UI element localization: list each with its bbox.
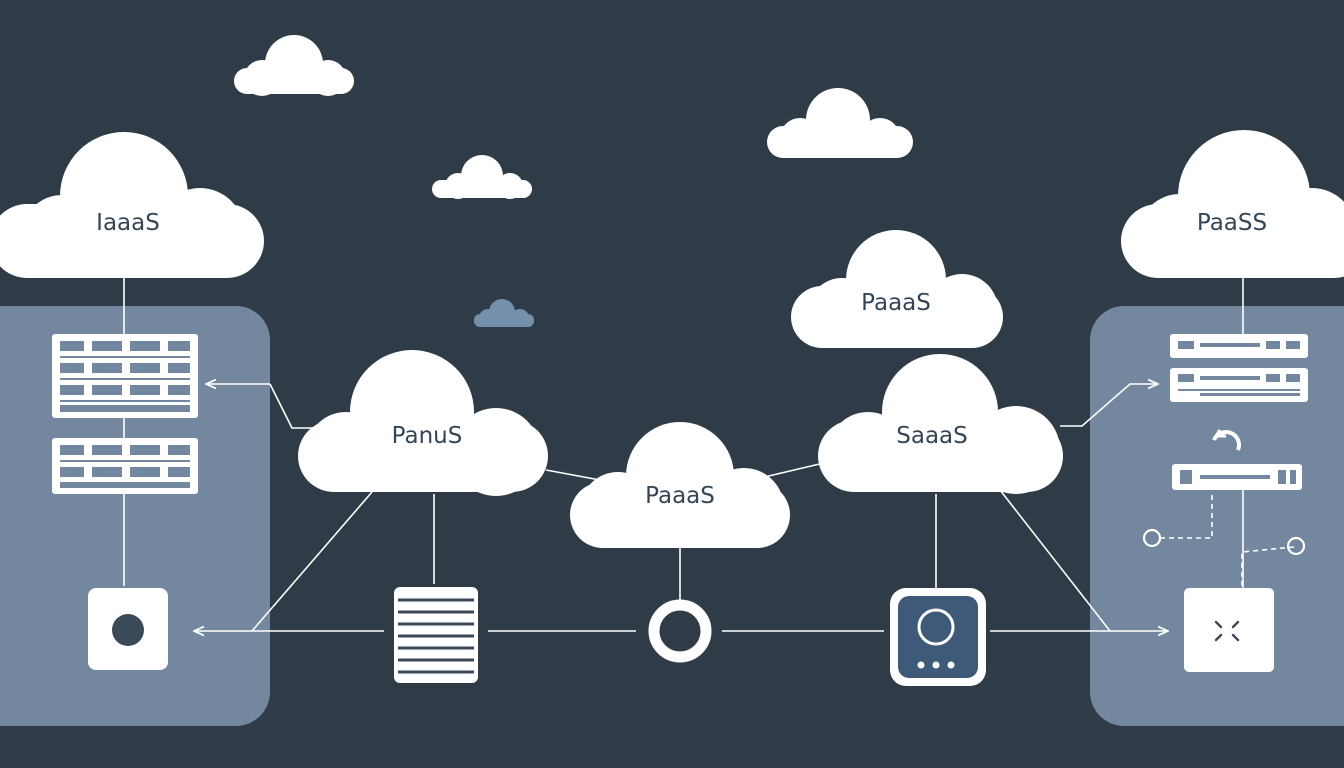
router-device-icon [890, 588, 986, 686]
cloud-panus: PanuS [298, 350, 548, 496]
cloud-label: PaaaS [645, 483, 715, 509]
cloud-iaaas: IaaaS [0, 132, 264, 278]
ring-node-icon [648, 599, 712, 663]
cloud-label: SaaaS [896, 423, 967, 449]
cloud-label: PanuS [392, 423, 463, 449]
server-rack-icon [52, 438, 198, 494]
network-switch-icon [1172, 464, 1302, 490]
connector-node-icon [1142, 528, 1306, 556]
connector-lines [123, 278, 1244, 631]
device-box-icon [88, 588, 168, 670]
cloud-paaas-center: PaaaS [570, 422, 790, 548]
cloud-label: IaaaS [96, 210, 160, 236]
cloud-label: PaaaS [861, 290, 931, 316]
cloud-paass: PaaSS [1121, 130, 1344, 278]
cloud-saaas: SaaaS [818, 354, 1063, 494]
right-panel [1090, 306, 1344, 726]
decorative-cloud [767, 88, 913, 158]
decorative-cloud [432, 155, 532, 199]
decorative-cloud [234, 35, 354, 96]
server-rack-icon [1170, 334, 1308, 402]
server-rack-icon [52, 334, 198, 418]
cloud-label: PaaSS [1197, 210, 1267, 236]
hub-box-icon [1184, 588, 1274, 672]
database-stack-icon [394, 587, 478, 683]
dashed-connectors [1160, 492, 1295, 588]
decorative-cloud [474, 299, 534, 327]
sync-icon [1212, 429, 1241, 451]
cloud-paaas-top: PaaaS [791, 230, 1003, 348]
